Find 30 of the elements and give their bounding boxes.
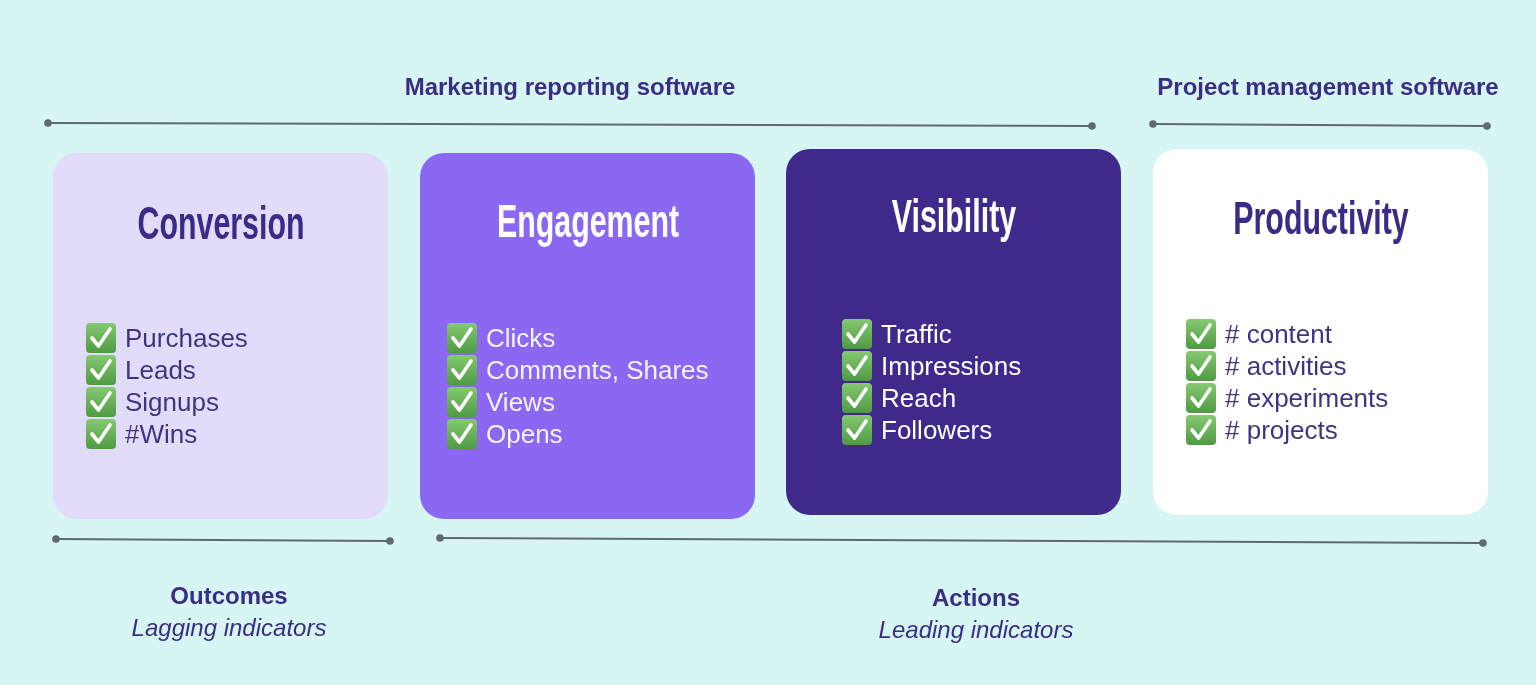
bracket-label: Project management software <box>1157 72 1499 102</box>
metric-item: Views <box>486 386 555 418</box>
category-card <box>1153 149 1488 515</box>
metric-item: # activities <box>1225 350 1347 382</box>
bracket-label: Outcomes <box>170 581 288 611</box>
metric-item: Clicks <box>486 322 556 354</box>
category-card <box>420 153 755 519</box>
bracket-sublabel: Lagging indicators <box>131 613 327 643</box>
card-heading: Conversion <box>137 198 304 248</box>
category-card <box>53 153 388 519</box>
metric-item: # experiments <box>1225 382 1389 414</box>
metric-item: Traffic <box>881 318 952 350</box>
metric-item: Leads <box>125 354 196 386</box>
card-heading: Productivity <box>1232 193 1409 243</box>
card-heading: Engagement <box>496 196 679 246</box>
metric-item: Purchases <box>125 322 248 354</box>
category-card <box>786 149 1121 515</box>
bracket-label: Marketing reporting software <box>404 72 736 102</box>
metric-item: Reach <box>881 382 957 414</box>
card-heading: Visibility <box>891 191 1016 241</box>
metric-item: Followers <box>881 414 993 446</box>
metric-item: # content <box>1225 318 1332 350</box>
metric-item: Impressions <box>881 350 1022 382</box>
metric-item: Opens <box>486 418 563 450</box>
metric-item: Comments, Shares <box>486 354 709 386</box>
metric-item: # projects <box>1225 414 1338 446</box>
bracket-label: Actions <box>932 583 1020 613</box>
metric-item: #Wins <box>125 418 198 450</box>
bracket-sublabel: Leading indicators <box>878 615 1074 645</box>
metric-item: Signups <box>125 386 219 418</box>
